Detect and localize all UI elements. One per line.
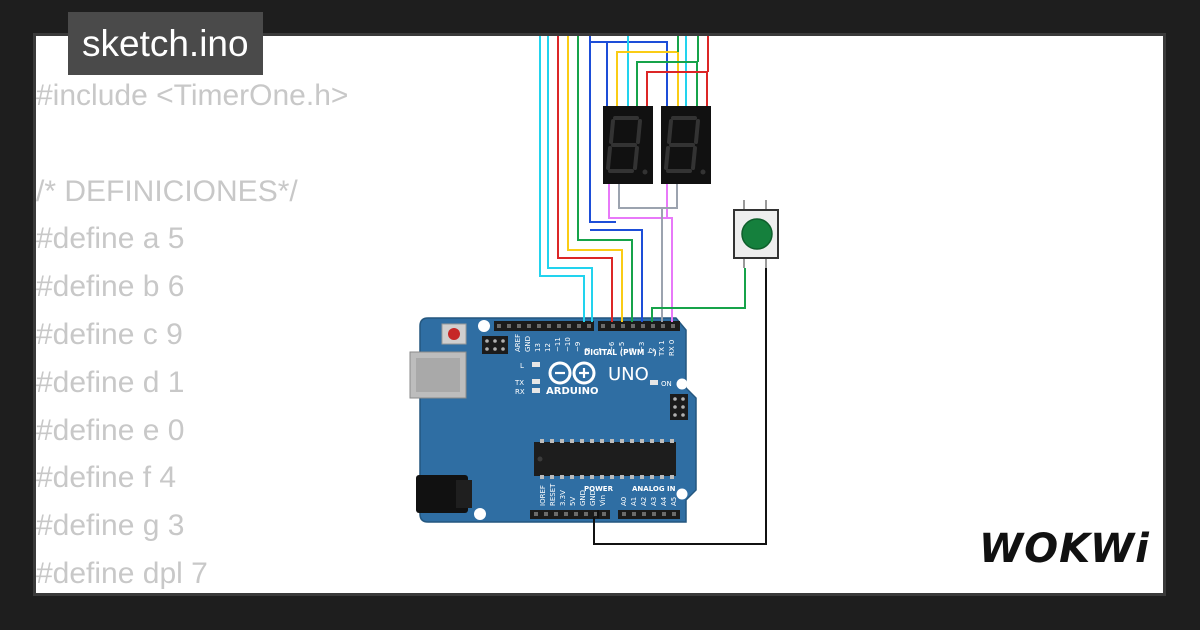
pin-label: 7 [598, 348, 606, 352]
seven-segment-display-left[interactable] [603, 106, 653, 184]
pin-label: GND [589, 490, 597, 506]
digital-header-left [494, 321, 594, 331]
code-line: #define b 6 [36, 270, 185, 304]
pin-label: Vin [599, 495, 607, 506]
pin-label: 2 [648, 348, 656, 352]
code-line: #include <TimerOne.h> [36, 79, 349, 112]
led-label: RX [515, 388, 525, 396]
arduino-uno-board[interactable]: AREF GND 13 12 ~11 ~10 ~9 8 7 ~6 ~5 4 ~3… [409, 317, 697, 523]
pin-label: ~5 [618, 342, 626, 352]
led-on [650, 380, 658, 385]
digital-label: DIGITAL (PWM ~) [584, 348, 657, 357]
pin-label: 12 [544, 343, 552, 352]
sketch-filename-tab[interactable]: sketch.ino [68, 12, 263, 75]
code-line: #define d 1 [36, 365, 185, 399]
digital-header-right [598, 321, 680, 331]
pin-label: IOREF [539, 485, 547, 506]
pin-label: GND [579, 490, 587, 506]
power-label: POWER [584, 485, 614, 493]
pin-label: GND [524, 336, 532, 352]
pin-label: A0 [620, 497, 628, 506]
brand-text: ARDUINO [546, 386, 598, 397]
pin-label: ~9 [574, 342, 582, 352]
arduino-logo [548, 361, 596, 385]
pin-label: AREF [514, 334, 522, 352]
code-line: #define f 4 [36, 461, 177, 495]
code-line: #define a 5 [36, 222, 185, 256]
power-jack [416, 475, 468, 513]
pin-label: 13 [534, 343, 542, 352]
wokwi-logo: WOKWi [979, 526, 1150, 572]
led-label: TX [514, 379, 524, 387]
atmega-chip [534, 442, 676, 476]
wires [539, 36, 767, 545]
pin-label: ~3 [638, 342, 646, 352]
pin-label: ~10 [564, 337, 572, 352]
led-tx [532, 379, 540, 384]
pin-label: 3.3V [559, 490, 567, 506]
pin-label: ~11 [554, 337, 562, 352]
code-line: #define c 9 [36, 317, 183, 351]
analog-label: ANALOG IN [632, 485, 676, 493]
pin-label: 5V [569, 497, 577, 506]
pin-label: 4 [628, 347, 636, 352]
power-header [530, 510, 610, 519]
led-label: L [520, 362, 524, 370]
code-line: /* DEFINICIONES*/ [36, 174, 298, 208]
pin-label: ~6 [608, 341, 616, 352]
led-rx [532, 388, 540, 393]
led-label: ON [661, 380, 672, 388]
pushbutton[interactable] [733, 200, 779, 268]
reset-button[interactable] [448, 328, 460, 340]
pin-label: A2 [640, 497, 648, 506]
pin-label: RESET [549, 483, 557, 506]
code-line: #define g 3 [36, 509, 185, 543]
pin-label: RX 0 [668, 340, 676, 356]
code-line: #define e 0 [36, 413, 185, 447]
pin-label: A1 [630, 497, 638, 506]
analog-header [618, 510, 680, 519]
pin-label: 8 [584, 348, 592, 352]
code-preview: #include <TimerOne.h> /* DEFINICIONES*/ … [36, 72, 348, 598]
model-text: UNO [608, 364, 649, 385]
led-l [532, 362, 540, 367]
pin-label: A4 [660, 496, 668, 506]
pin-label: A3 [650, 497, 658, 506]
pin-label: TX 1 [658, 340, 666, 357]
code-line: #define dpl 7 [36, 556, 208, 590]
seven-segment-display-right[interactable] [661, 106, 711, 184]
pin-label: A5 [670, 497, 678, 506]
